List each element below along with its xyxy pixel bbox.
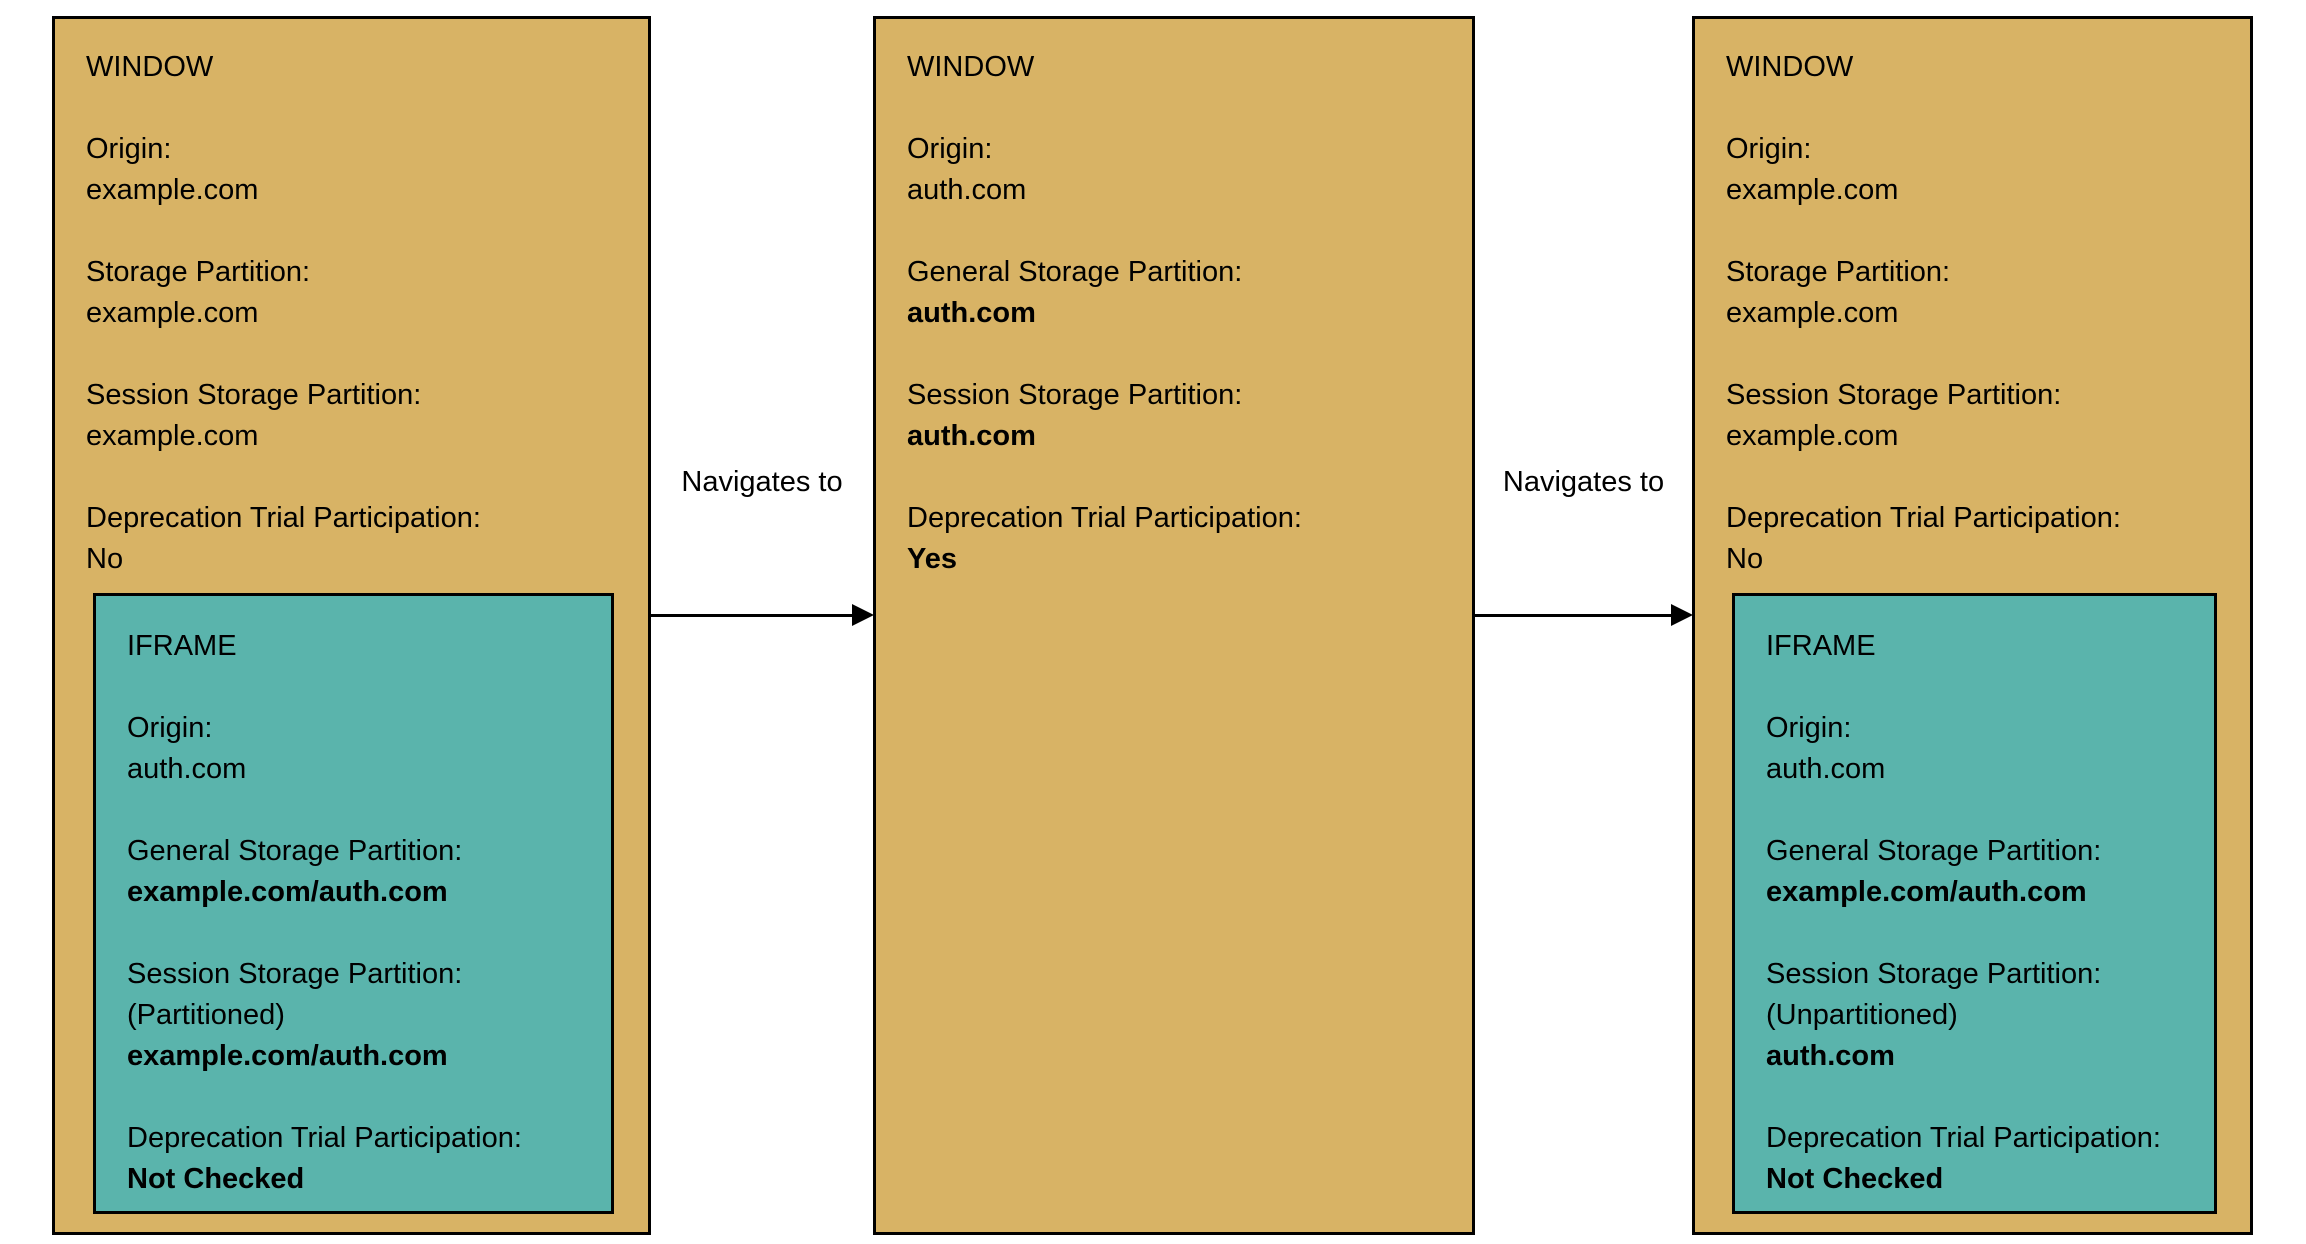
origin-field: Origin: auth.com [907, 129, 1456, 211]
navigates-arrow [651, 614, 852, 617]
field-label: Origin: [127, 712, 213, 744]
iframe-box-auth-partitioned: IFRAME Origin: auth.com General Storage … [93, 593, 614, 1214]
field-value: Not Checked [1766, 1163, 1944, 1195]
storage-partition-field: Storage Partition: example.com [1726, 252, 2234, 334]
deprecation-trial-field: Deprecation Trial Participation: No [86, 498, 632, 580]
arrow-head-icon [852, 604, 874, 626]
session-storage-partition-field: Session Storage Partition: (Partitioned)… [127, 954, 599, 1077]
field-label: General Storage Partition: [127, 835, 463, 867]
field-value: auth.com [127, 753, 247, 785]
field-value: auth.com [907, 174, 1027, 206]
arrow-head-icon [1671, 604, 1693, 626]
field-label: Deprecation Trial Participation: [86, 502, 481, 534]
origin-field: Origin: example.com [86, 129, 632, 211]
iframe-box-auth-unpartitioned: IFRAME Origin: auth.com General Storage … [1732, 593, 2217, 1214]
field-label: Deprecation Trial Participation: [1726, 502, 2121, 534]
window-box-example-after: WINDOW Origin: example.com Storage Parti… [1692, 16, 2253, 1235]
deprecation-trial-field: Deprecation Trial Participation: Yes [907, 498, 1456, 580]
storage-partition-field: Storage Partition: example.com [86, 252, 632, 334]
deprecation-trial-field: Deprecation Trial Participation: No [1726, 498, 2234, 580]
general-storage-partition-field: General Storage Partition: example.com/a… [127, 831, 599, 913]
field-value: Yes [907, 543, 957, 575]
session-storage-partition-field: Session Storage Partition: example.com [86, 375, 632, 457]
field-label: Storage Partition: [1726, 256, 1951, 288]
field-note: (Partitioned) [127, 999, 285, 1031]
field-value: example.com [86, 297, 259, 329]
window-title: WINDOW [86, 51, 214, 83]
field-label: Origin: [1726, 133, 1812, 165]
deprecation-trial-field: Deprecation Trial Participation: Not Che… [127, 1118, 599, 1200]
general-storage-partition-field: General Storage Partition: auth.com [907, 252, 1456, 334]
field-label: General Storage Partition: [907, 256, 1243, 288]
field-value: example.com/auth.com [1766, 876, 2087, 908]
field-value: example.com [1726, 297, 1899, 329]
field-label: General Storage Partition: [1766, 835, 2102, 867]
field-label: Deprecation Trial Participation: [127, 1122, 522, 1154]
field-label: Deprecation Trial Participation: [907, 502, 1302, 534]
field-label: Storage Partition: [86, 256, 311, 288]
field-value: example.com [1726, 420, 1899, 452]
field-label: Session Storage Partition: [1766, 958, 2102, 990]
field-label: Session Storage Partition: [1726, 379, 2062, 411]
general-storage-partition-field: General Storage Partition: example.com/a… [1766, 831, 2202, 913]
field-value: example.com [1726, 174, 1899, 206]
field-value: auth.com [907, 420, 1036, 452]
iframe-title: IFRAME [127, 630, 237, 662]
field-label: Origin: [907, 133, 993, 165]
session-storage-partition-field: Session Storage Partition: example.com [1726, 375, 2234, 457]
navigates-arrow [1475, 614, 1671, 617]
origin-field: Origin: auth.com [1766, 708, 2202, 790]
field-value: example.com/auth.com [127, 876, 448, 908]
origin-field: Origin: auth.com [127, 708, 599, 790]
field-value: auth.com [907, 297, 1036, 329]
iframe-title: IFRAME [1766, 630, 1876, 662]
field-value: auth.com [1766, 753, 1886, 785]
window-box-auth: WINDOW Origin: auth.com General Storage … [873, 16, 1475, 1235]
session-storage-partition-field: Session Storage Partition: (Unpartitione… [1766, 954, 2202, 1077]
field-note: (Unpartitioned) [1766, 999, 1958, 1031]
origin-field: Origin: example.com [1726, 129, 2234, 211]
field-value: example.com [86, 420, 259, 452]
window-title: WINDOW [907, 51, 1035, 83]
window-title: WINDOW [1726, 51, 1854, 83]
field-value: example.com [86, 174, 259, 206]
navigates-to-label: Navigates to [681, 466, 843, 498]
field-value: No [1726, 543, 1764, 575]
field-value: auth.com [1766, 1040, 1895, 1072]
field-label: Deprecation Trial Participation: [1766, 1122, 2161, 1154]
field-label: Origin: [86, 133, 172, 165]
field-value: example.com/auth.com [127, 1040, 448, 1072]
session-storage-partition-field: Session Storage Partition: auth.com [907, 375, 1456, 457]
window-box-example-before: WINDOW Origin: example.com Storage Parti… [52, 16, 651, 1235]
deprecation-trial-field: Deprecation Trial Participation: Not Che… [1766, 1118, 2202, 1200]
field-value: No [86, 543, 124, 575]
field-label: Session Storage Partition: [127, 958, 463, 990]
field-label: Session Storage Partition: [907, 379, 1243, 411]
field-label: Session Storage Partition: [86, 379, 422, 411]
field-value: Not Checked [127, 1163, 305, 1195]
navigates-to-label: Navigates to [1502, 466, 1665, 498]
field-label: Origin: [1766, 712, 1852, 744]
